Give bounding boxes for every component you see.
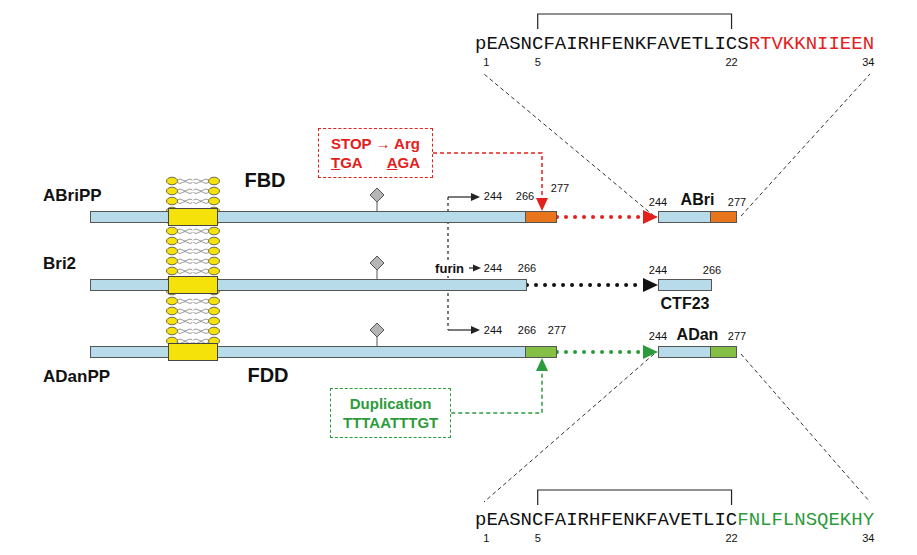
membrane-segment [168,343,218,361]
residue-number: 1 [483,532,489,545]
residue-number: 277 [551,182,569,195]
residue-number: 244 [649,264,667,277]
residue-number: 277 [548,324,566,337]
arrow-head [643,345,658,359]
protein-name: CTF23 [661,295,710,313]
connector-line [557,215,643,219]
membrane-segment [168,208,218,226]
connector-arrow [433,153,548,211]
connector-line [527,283,643,287]
text-line: STOP → Arg [331,134,420,153]
residue-number: 266 [518,324,536,337]
residue-number: 244 [484,262,502,275]
residue-number: 244 [484,324,502,337]
mutant-tail [710,347,736,357]
precursor-bar: ADanPP [90,346,557,358]
peptide-sequence: pEASNCFAIRHFENKFAVETLICS [475,33,749,55]
membrane-segment [168,276,218,294]
peptide-sequence: pEASNCFAIRHFENKFAVETLIC [475,509,737,531]
residue-number: 34 [862,56,874,69]
connector-line [451,371,542,413]
peptide-fragment: ABri [658,211,737,223]
precursor-bar: ABriPP [90,211,557,223]
arrow-head [536,358,548,371]
connector-arrow [557,210,658,224]
residue-number: 5 [535,532,541,545]
domain-name: FDD [247,364,288,387]
peptide-fragment: CTF23 [658,279,712,291]
residue-number: 244 [484,190,502,203]
domain-name: FBD [244,169,285,192]
lipid-bilayer [166,176,220,344]
arrow-head [643,210,658,224]
protein-name: ADan [677,326,719,344]
residue-number: 244 [649,196,667,209]
residue-number: 22 [725,532,737,545]
protein-name: ABriPP [43,186,102,206]
disulfide-bracket [538,14,732,29]
mutant-tail [525,347,556,357]
connector-arrow [557,345,658,359]
box-text: STOP → Arg [331,134,420,153]
duplication-box: DuplicationTTTAATTTGT [330,388,451,438]
mutant-sequence: RTVKKNIIEEN [749,33,874,55]
text-line: Duplication [343,394,438,413]
protein-name: ADanPP [43,367,110,387]
residue-number: 266 [518,262,536,275]
zoom-line [484,74,870,502]
residue-number: 244 [649,330,667,343]
mutation-box: STOP → ArgTGA AGA [318,128,433,178]
mutant-tail [710,212,736,222]
residue-number: 277 [728,330,746,343]
box-text: Duplication [350,394,432,413]
box-text: TGA [331,153,363,172]
mutant-sequence: FNLFLNSQEKHY [737,509,874,531]
arrow-head [643,278,658,292]
residue-number: 34 [862,532,874,545]
text-line: TGA AGA [331,153,420,172]
mutant-tail [525,212,556,222]
peptide-fragment: ADan [658,346,737,358]
connector-line [557,350,643,354]
residue-number: 266 [703,264,721,277]
residue-number: 5 [535,56,541,69]
enzyme-name: furin [433,261,466,276]
protein-name: ABri [681,191,715,209]
residue-number: 1 [483,56,489,69]
connector-arrow [527,278,658,292]
connector-arrow [451,358,548,413]
residue-number: 266 [516,190,534,203]
box-text: AGA [387,153,420,172]
box-text: TTTAATTTGT [343,413,438,432]
disulfide-bracket [538,490,732,505]
precursor-bar: Bri2 [90,279,527,291]
arrow-head [536,198,548,211]
residue-number: 277 [728,196,746,209]
text-line: TTTAATTTGT [343,413,438,432]
residue-number: 22 [725,56,737,69]
protein-name: Bri2 [43,254,76,274]
